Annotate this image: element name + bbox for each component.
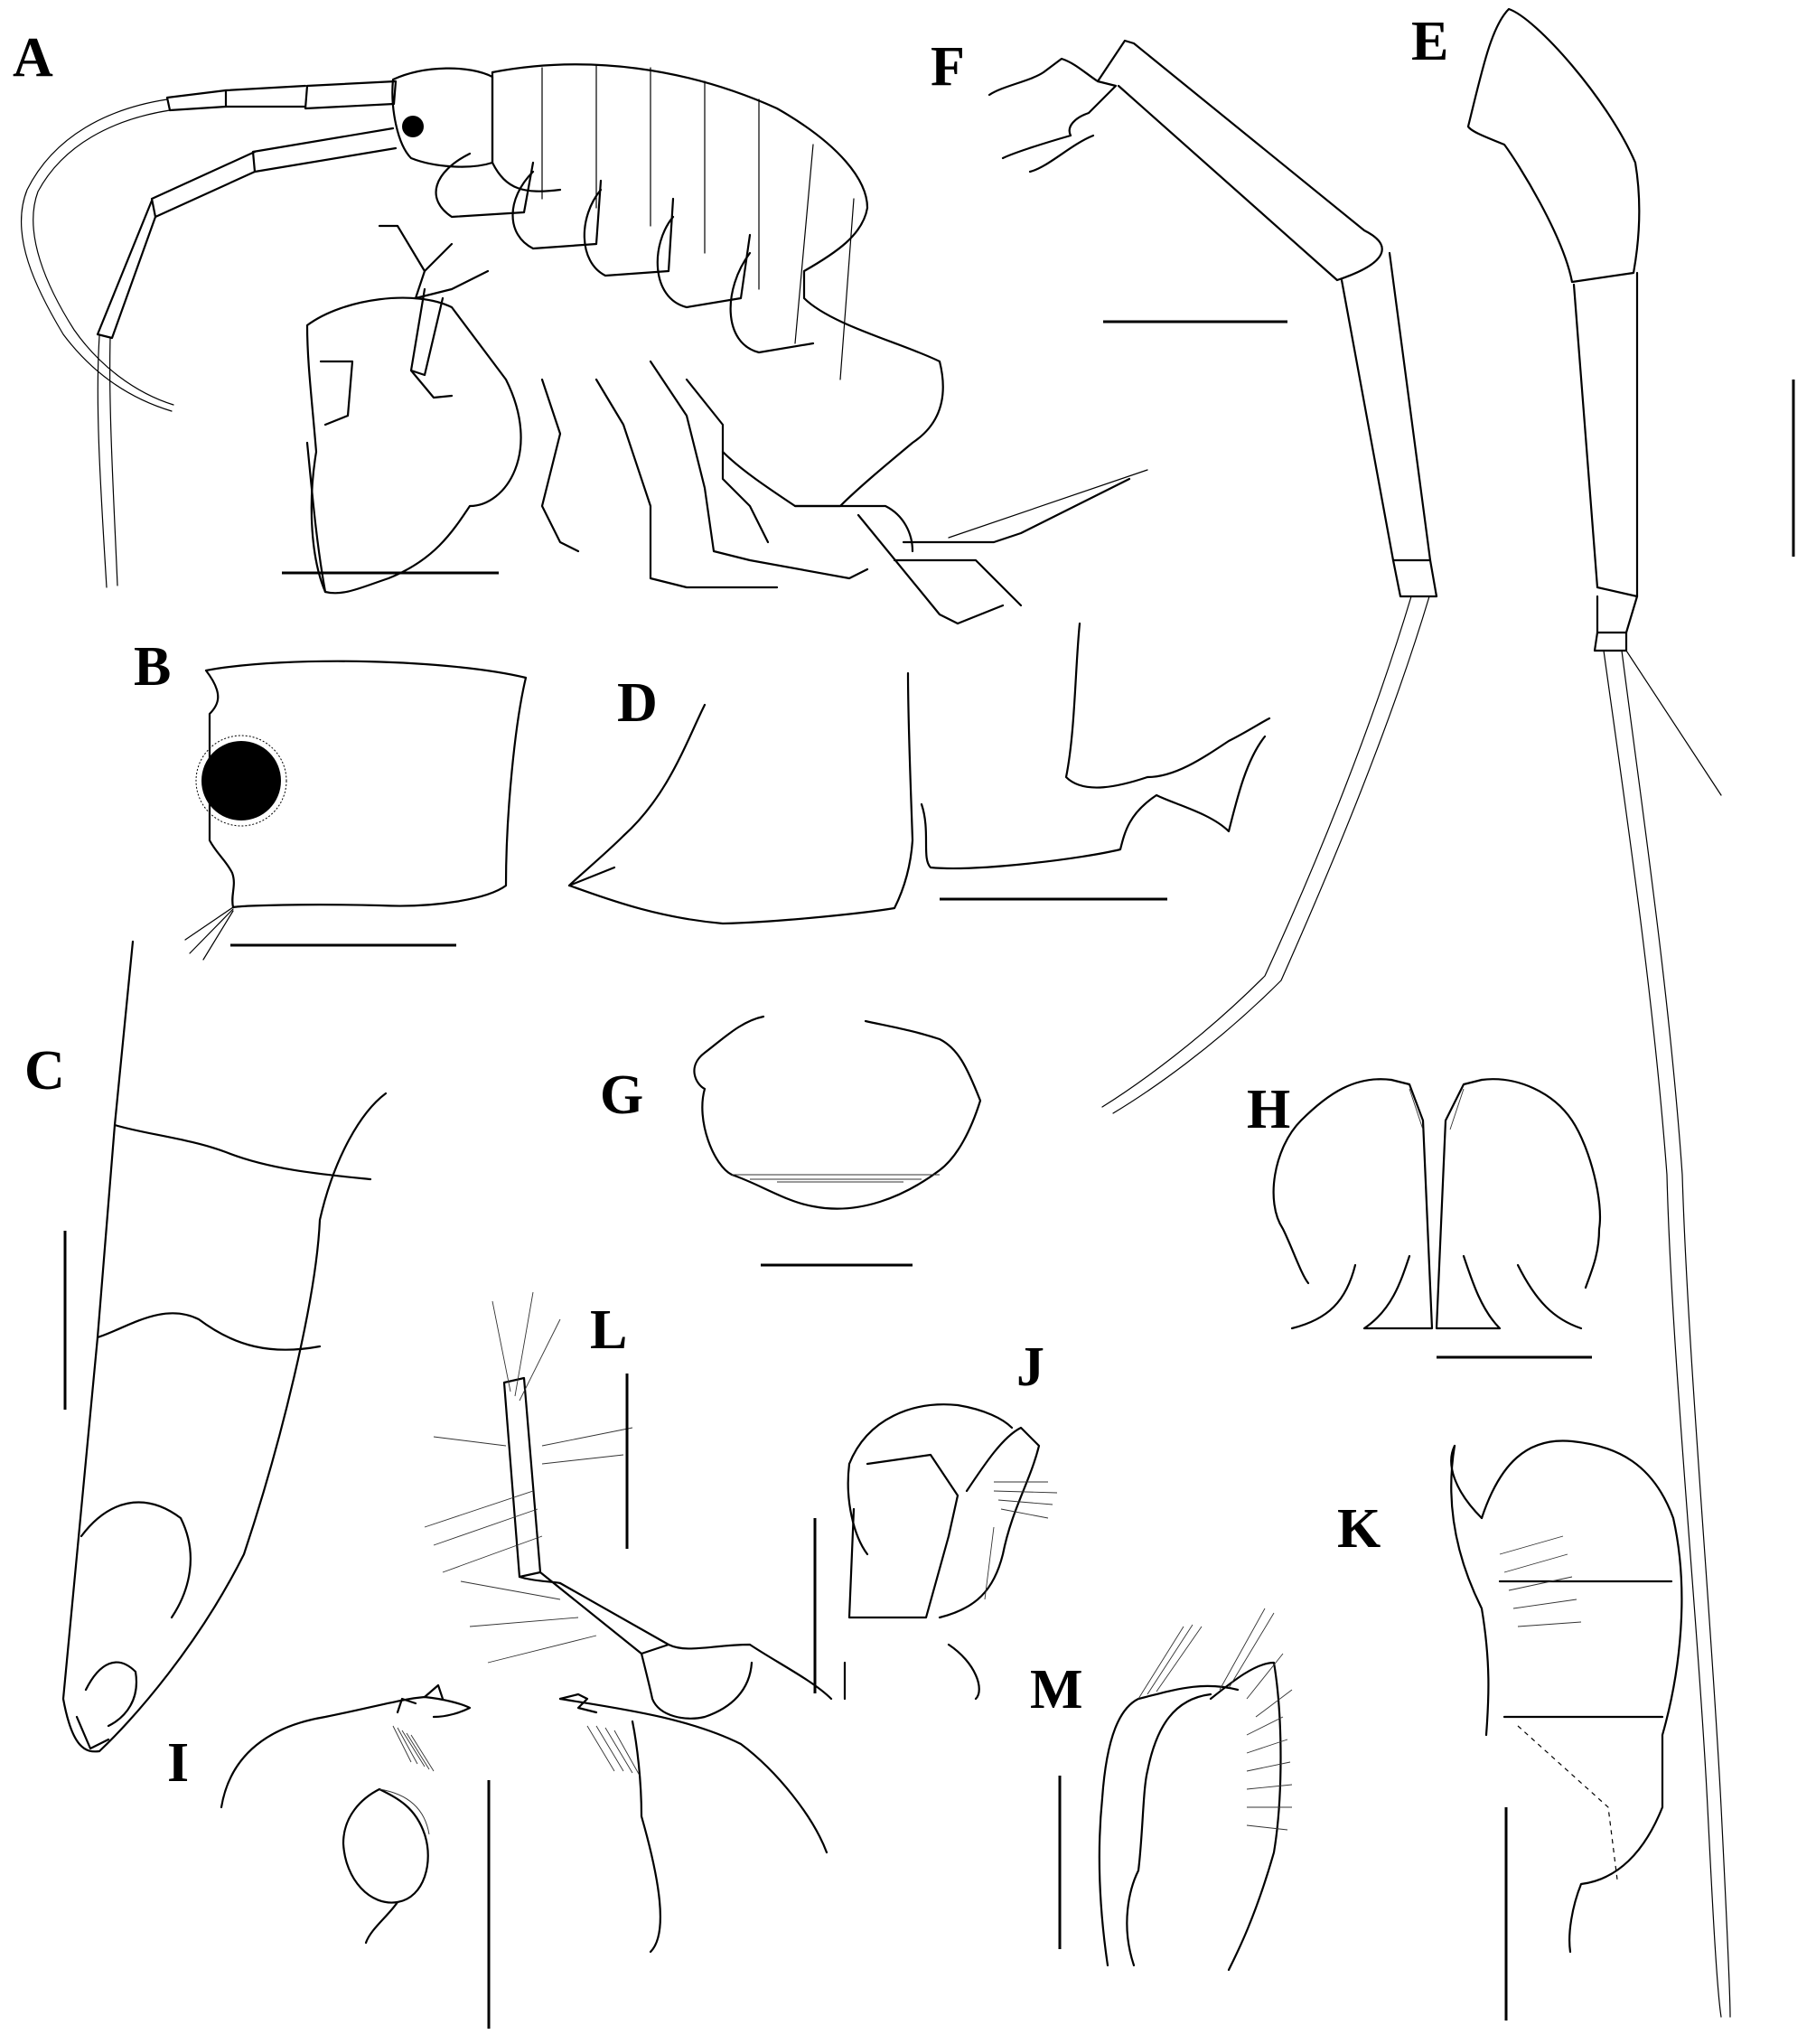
panel-k-maxilliped: K xyxy=(1337,1439,1683,2021)
panel-label-j: J xyxy=(1016,1336,1044,1398)
panel-h-lower-lip: H xyxy=(1247,1078,1602,1359)
panel-i-mandibles: I xyxy=(167,1683,828,2029)
panel-c-urosome: C xyxy=(24,940,388,1753)
panel-label-i: I xyxy=(167,1732,189,1794)
panel-label-g: G xyxy=(600,1064,643,1126)
panel-label-m: M xyxy=(1030,1659,1083,1721)
panel-b-head: B xyxy=(134,636,528,961)
panel-g-upper-lip: G xyxy=(600,1015,982,1267)
panel-label-b: B xyxy=(134,636,171,698)
panel-label-f: F xyxy=(931,36,965,98)
panel-j-maxilla: J xyxy=(813,1336,1058,1701)
panel-label-l: L xyxy=(590,1299,627,1361)
panel-label-e: E xyxy=(1411,11,1448,72)
panel-label-k: K xyxy=(1337,1498,1381,1560)
panel-label-a: A xyxy=(13,27,53,89)
panel-label-h: H xyxy=(1247,1079,1290,1140)
panel-label-c: C xyxy=(24,1040,65,1102)
panel-m-maxilla1: M xyxy=(1030,1608,1293,1972)
panel-label-d: D xyxy=(617,672,658,734)
panel-e-antenna1: E xyxy=(1411,7,1795,2018)
panel-a-habitus: A xyxy=(13,27,1148,625)
panel-l-uropod3: L xyxy=(424,1291,833,1720)
panel-f-antenna2: F xyxy=(931,36,1438,1114)
panel-d-epimera: D xyxy=(567,622,1271,925)
